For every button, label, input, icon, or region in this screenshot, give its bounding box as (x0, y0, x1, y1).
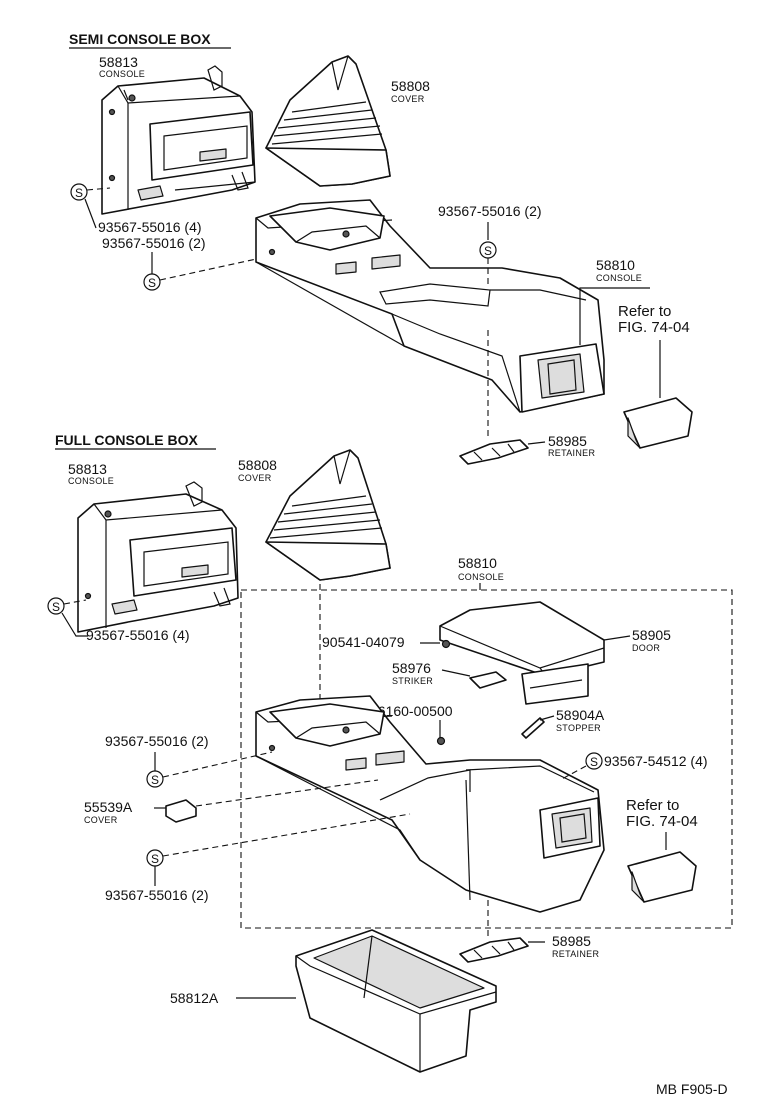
stopper-part (521, 717, 545, 739)
semi-screw-3-label: 93567-55016 (2) (438, 203, 542, 219)
semi-ashtray-part (623, 397, 693, 449)
full-screw-2-label: 93567-55016 (2) (105, 733, 209, 749)
leader-line (603, 635, 631, 641)
svg-text:S: S (52, 600, 60, 614)
full-main-console-part (255, 695, 605, 913)
semi-refer-text: Refer to (618, 303, 671, 320)
screw-icon: S (146, 849, 164, 867)
pin-icon (436, 736, 446, 746)
diagram-code: MB F905-D (656, 1081, 728, 1097)
screw-icon: S (585, 752, 603, 770)
small-cover-number: 55539A (84, 799, 133, 815)
full-cover-part-name: COVER (238, 473, 272, 483)
clip-part-number: 90541-04079 (322, 634, 405, 650)
svg-text:S: S (148, 276, 156, 290)
stopper-part-name: STOPPER (556, 723, 601, 733)
clip-icon (441, 639, 451, 649)
tray-part-number: 58812A (170, 990, 219, 1006)
leader-line (61, 612, 88, 637)
semi-main-console-part (255, 199, 605, 413)
semi-retainer-name: RETAINER (548, 448, 595, 458)
small-cover-part (165, 799, 197, 823)
full-retainer-name: RETAINER (552, 949, 599, 959)
semi-main-console-number: 58810 (596, 257, 635, 273)
leader-dashed (162, 751, 273, 778)
semi-retainer-part (459, 439, 529, 465)
leader-line (441, 669, 471, 677)
striker-part-name: STRIKER (392, 676, 433, 686)
striker-part (469, 671, 507, 689)
section-title-semi: SEMI CONSOLE BOX (69, 31, 211, 47)
full-screw-3-label: 93567-54512 (4) (604, 753, 708, 769)
leader-dashed (195, 779, 379, 807)
leader-line (84, 198, 97, 229)
full-screw-4-label: 93567-55016 (2) (105, 887, 209, 903)
full-console-part-number: 58813 (68, 461, 107, 477)
semi-console-box-part (101, 65, 256, 215)
screw-icon: S (70, 183, 88, 201)
full-retainer-part (459, 937, 529, 963)
semi-refer-fig: FIG. 74-04 (618, 319, 690, 336)
full-retainer-number: 58985 (552, 933, 591, 949)
full-main-console-number: 58810 (458, 555, 497, 571)
full-refer-text: Refer to (626, 797, 679, 814)
full-shift-boot-cover (265, 449, 391, 581)
full-console-part-name: CONSOLE (68, 476, 114, 486)
svg-text:S: S (484, 244, 492, 258)
screw-icon: S (47, 597, 65, 615)
door-part-number: 58905 (632, 627, 671, 643)
leader-line (539, 715, 555, 721)
pin-part-number: 96160-00500 (370, 703, 453, 719)
full-console-box-part (77, 481, 239, 633)
semi-cover-part-number: 58808 (391, 78, 430, 94)
semi-console-part-number: 58813 (99, 54, 138, 70)
leader-dashed (86, 187, 111, 191)
leader-dashed (159, 255, 271, 281)
semi-retainer-number: 58985 (548, 433, 587, 449)
semi-screw-2-label: 93567-55016 (2) (102, 235, 206, 251)
svg-text:S: S (590, 755, 598, 769)
screw-icon: S (143, 273, 161, 291)
door-part-name: DOOR (632, 643, 660, 653)
full-ashtray-part (627, 851, 697, 903)
section-title-full: FULL CONSOLE BOX (55, 432, 199, 448)
svg-text:S: S (75, 186, 83, 200)
leader-dashed (559, 765, 587, 781)
console-door-part (439, 601, 605, 705)
full-main-console-name: CONSOLE (458, 572, 504, 582)
striker-part-number: 58976 (392, 660, 431, 676)
screw-icon: S (146, 770, 164, 788)
leader-dashed (63, 599, 87, 605)
full-cover-part-number: 58808 (238, 457, 277, 473)
svg-text:S: S (151, 773, 159, 787)
full-screw-1-label: 93567-55016 (4) (86, 627, 190, 643)
leader-line (527, 441, 546, 445)
svg-text:S: S (151, 852, 159, 866)
semi-cover-part-name: COVER (391, 94, 425, 104)
full-refer-fig: FIG. 74-04 (626, 813, 698, 830)
stopper-part-number: 58904A (556, 707, 605, 723)
semi-console-part-name: CONSOLE (99, 69, 145, 79)
screw-icon: S (479, 241, 497, 259)
semi-main-console-name: CONSOLE (596, 273, 642, 283)
assembly-boundary (240, 589, 733, 929)
semi-screw-1-label: 93567-55016 (4) (98, 219, 202, 235)
leader-dashed (162, 813, 411, 857)
leader-line (579, 287, 650, 345)
small-cover-name: COVER (84, 815, 118, 825)
semi-shift-boot-cover (265, 55, 391, 187)
console-tray-part (295, 929, 497, 1073)
